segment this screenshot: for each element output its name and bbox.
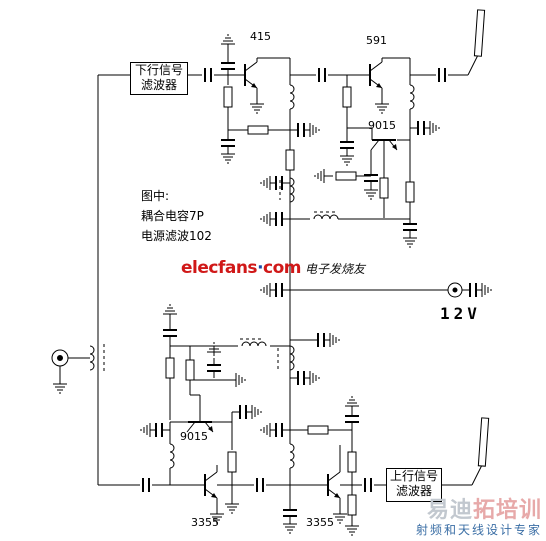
- school-watermark: 易迪拓培训 射频和天线设计专家: [372, 492, 544, 538]
- transistor-label-9015-bottom: 9015: [180, 430, 208, 443]
- school-slogan: 射频和天线设计专家: [415, 523, 542, 537]
- upstream-filter-line1: 上行信号: [389, 469, 438, 483]
- transistor-label-591: 591: [366, 34, 387, 47]
- cable-input: [51, 344, 105, 394]
- transistor-label-3355-left: 3355: [191, 516, 219, 529]
- downstream-filter-box: 下行信号 滤波器: [130, 62, 188, 95]
- notes-coupling: 耦合电容7P: [141, 209, 204, 223]
- upstream-filter-box: 上行信号 滤波器: [386, 468, 442, 502]
- upstream-amplifier: [130, 304, 490, 536]
- upstream-filter-line2: 滤波器: [395, 484, 432, 498]
- school-name: 易迪拓培训: [426, 498, 542, 523]
- downstream-filter-line1: 下行信号: [134, 63, 183, 77]
- elecfans-brand: elecfans·com: [181, 258, 302, 278]
- notes-bypass: 电源滤波102: [141, 229, 212, 243]
- notes-title: 图中:: [141, 189, 170, 203]
- transistor-label-415: 415: [250, 30, 271, 43]
- elecfans-cn: 电子发烧友: [305, 262, 366, 276]
- downstream-amplifier: [187, 9, 486, 248]
- downstream-filter-line2: 滤波器: [140, 78, 177, 92]
- supply-input: [261, 282, 491, 298]
- supply-voltage-label: 12V: [440, 304, 481, 323]
- transistor-label-9015-top: 9015: [368, 119, 396, 132]
- transistor-label-3355-right: 3355: [306, 516, 334, 529]
